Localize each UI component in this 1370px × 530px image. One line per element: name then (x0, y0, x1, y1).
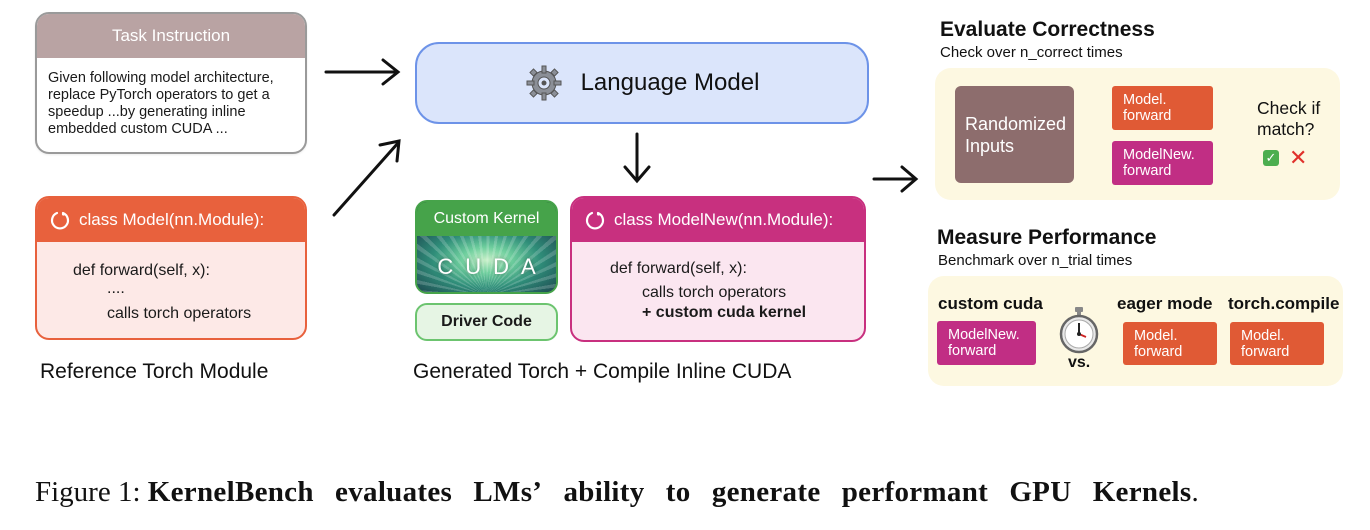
figure-label: Figure 1: (35, 476, 141, 508)
task-instruction-card: Task Instruction Given following model a… (35, 12, 307, 154)
figure-title-word: to (665, 476, 691, 508)
task-instruction-title: Task Instruction (37, 14, 305, 58)
task-instruction-text: Given following model architecture, repl… (37, 58, 305, 138)
custom-modelnew-forward-box: ModelNew.forward (937, 321, 1036, 365)
performance-subtitle: Benchmark over n_trial times (938, 252, 1133, 269)
reference-module-header: class Model(nn.Module): (37, 198, 305, 242)
randomized-inputs-label: Inputs (965, 135, 1015, 156)
pytorch-icon (585, 211, 605, 230)
compile-box-label: Model. (1241, 327, 1285, 344)
figure-title-word: performant (841, 476, 989, 508)
reference-code-line: def forward(self, x): (73, 262, 210, 279)
figure-title-word: LMs’ (473, 476, 543, 508)
model-forward-label: forward (1123, 108, 1172, 124)
figure-title-word: Kernels (1092, 476, 1192, 508)
modelnew-card: class ModelNew(nn.Module): def forward(s… (570, 196, 866, 342)
arrow-head (623, 165, 651, 184)
language-model-label: Language Model (580, 69, 760, 96)
eager-mode-label: eager mode (1117, 294, 1213, 313)
check-match-label: match? (1257, 119, 1315, 139)
custom-cuda-label: custom cuda (938, 294, 1043, 313)
figure-title-word: GPU (1009, 476, 1072, 508)
custom-box-label: ModelNew. (948, 327, 1020, 343)
check-mark-icon: ✓ (1263, 150, 1279, 166)
reference-module-card: class Model(nn.Module): def forward(self… (35, 196, 307, 340)
check-match-text: Check if match? (1257, 98, 1320, 140)
modelnew-code-line: def forward(self, x): (610, 260, 747, 277)
arrow-head (381, 58, 401, 86)
check-match-label: Check if (1257, 98, 1321, 118)
arrow-head (900, 165, 919, 193)
modelnew-forward-label: forward (1123, 163, 1172, 179)
custom-kernel-box: Custom Kernel CUDA (415, 200, 558, 294)
figure-period: . (1191, 476, 1199, 508)
correctness-subtitle: Check over n_correct times (940, 44, 1123, 61)
reference-code-line: .... (107, 280, 125, 297)
compile-box-label: forward (1241, 343, 1290, 360)
performance-title: Measure Performance (937, 226, 1157, 249)
task-line: embedded custom CUDA ... (48, 121, 228, 137)
custom-box-label: forward (948, 343, 997, 359)
cuda-logo-rays (417, 236, 556, 292)
gear-icon (526, 65, 562, 101)
figure-title-word: KernelBench (147, 476, 314, 508)
randomized-inputs-label: Randomized (965, 113, 1067, 134)
figure-title-word: generate (711, 476, 821, 508)
task-line: Given following model architecture, (48, 70, 274, 86)
modelnew-class-name: class ModelNew(nn.Module): (614, 210, 834, 229)
custom-kernel-title: Custom Kernel (417, 202, 556, 236)
reference-class-name: class Model(nn.Module): (79, 210, 265, 229)
cross-mark-icon: ✕ (1289, 145, 1308, 170)
figure-title-word: evaluates (335, 476, 453, 508)
torch-compile-label: torch.compile (1228, 294, 1340, 313)
figure-caption: Figure 1: KernelBench evaluates LMs’ abi… (35, 476, 1199, 509)
cuda-logo-text: CUDA (437, 254, 548, 279)
modelnew-code-line: calls torch operators (642, 284, 787, 301)
arrow-diagonal (332, 141, 400, 217)
match-result-icons: ✓ ✕ (1263, 145, 1307, 171)
task-line: replace PyTorch operators to get a (48, 87, 270, 103)
modelnew-forward-label: ModelNew. (1123, 147, 1195, 163)
randomized-inputs-box: Randomized Inputs (955, 86, 1074, 183)
model-forward-label: Model. (1123, 92, 1167, 108)
arrow-head (378, 139, 401, 163)
task-line: speedup ...by generating inline (48, 104, 246, 120)
modelnew-code-line: + custom cuda kernel (642, 304, 807, 321)
pytorch-icon (50, 211, 70, 230)
modelnew-forward-box: ModelNew.forward (1112, 141, 1213, 185)
driver-code-box: Driver Code (415, 303, 558, 341)
figure-title-word: ability (563, 476, 645, 508)
reference-caption: Reference Torch Module (40, 360, 269, 383)
generated-caption: Generated Torch + Compile Inline CUDA (413, 360, 792, 383)
reference-code-line: calls torch operators (107, 305, 252, 322)
model-forward-box: Model.forward (1112, 86, 1213, 130)
versus-label: vs. (1068, 354, 1091, 371)
modelnew-header: class ModelNew(nn.Module): (572, 198, 864, 242)
eager-model-forward-box: Model.forward (1123, 322, 1217, 365)
language-model-box: Language Model (415, 42, 869, 124)
eager-box-label: forward (1134, 343, 1183, 360)
compile-model-forward-box: Model.forward (1230, 322, 1324, 365)
cuda-logo: CUDA (417, 236, 556, 292)
correctness-title: Evaluate Correctness (940, 18, 1155, 41)
eager-box-label: Model. (1134, 327, 1178, 344)
stopwatch-icon (1059, 307, 1099, 354)
